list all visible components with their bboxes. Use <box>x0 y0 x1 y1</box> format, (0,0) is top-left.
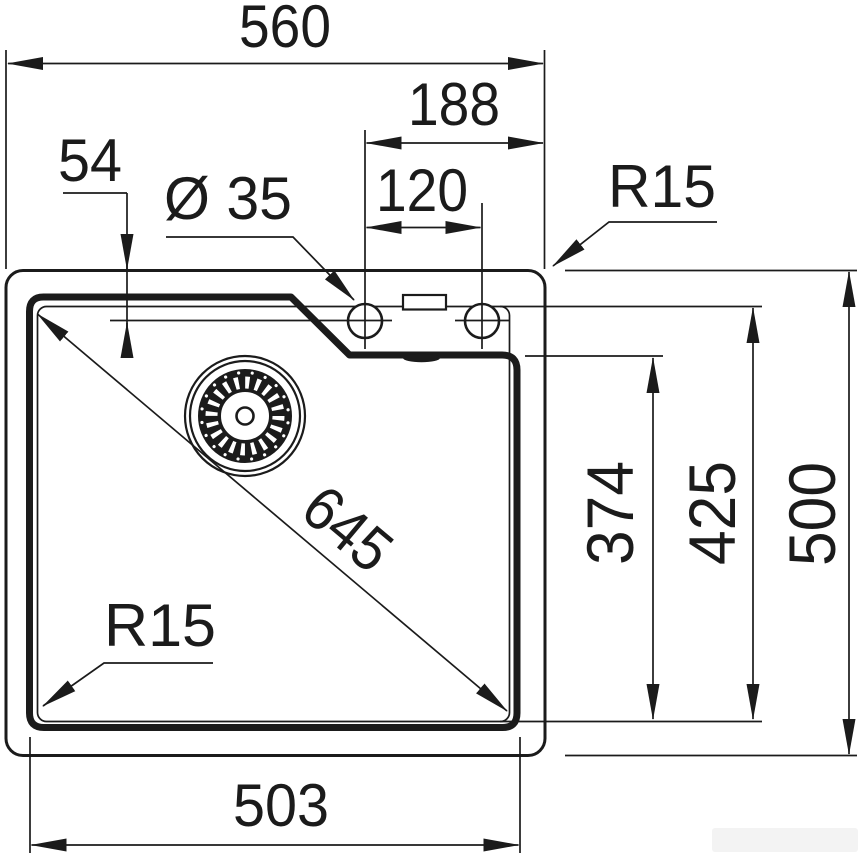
bowl-outline <box>26 293 521 731</box>
label-rim-corner-radius: R15 <box>608 153 716 220</box>
deck-notch-mark <box>403 353 440 363</box>
label-overall-depth: 500 <box>775 462 849 566</box>
drain-strainer <box>183 354 307 478</box>
strainer-center-hole <box>235 406 255 426</box>
label-bowl-front-depth: 425 <box>675 461 749 565</box>
label-rim-to-tap-centre: 54 <box>58 127 122 194</box>
dimension-lines <box>7 57 856 852</box>
faint-watermark <box>712 828 858 852</box>
label-tap-hole-diameter: Ø 35 <box>164 165 292 232</box>
label-tap-hole-spacing: 120 <box>376 157 468 224</box>
leader-tap-hole-diameter <box>166 236 355 301</box>
dim-line-645-diagonal <box>36 313 508 712</box>
label-bowl-width: 503 <box>233 772 329 839</box>
label-overall-width: 560 <box>239 0 331 60</box>
leader-rim-radius <box>552 221 717 267</box>
leader-bowl-radius <box>42 662 213 707</box>
label-bowl-corner-radius: R15 <box>104 592 216 659</box>
tap-deck-slot <box>401 293 448 311</box>
sink-outer-rim <box>4 269 547 757</box>
label-ledge-to-front: 374 <box>573 461 647 565</box>
label-tap-ledge-width: 188 <box>408 71 500 138</box>
dimension-labels: 560 188 54 Ø 35 120 R15 645 374 425 500 … <box>58 0 849 839</box>
